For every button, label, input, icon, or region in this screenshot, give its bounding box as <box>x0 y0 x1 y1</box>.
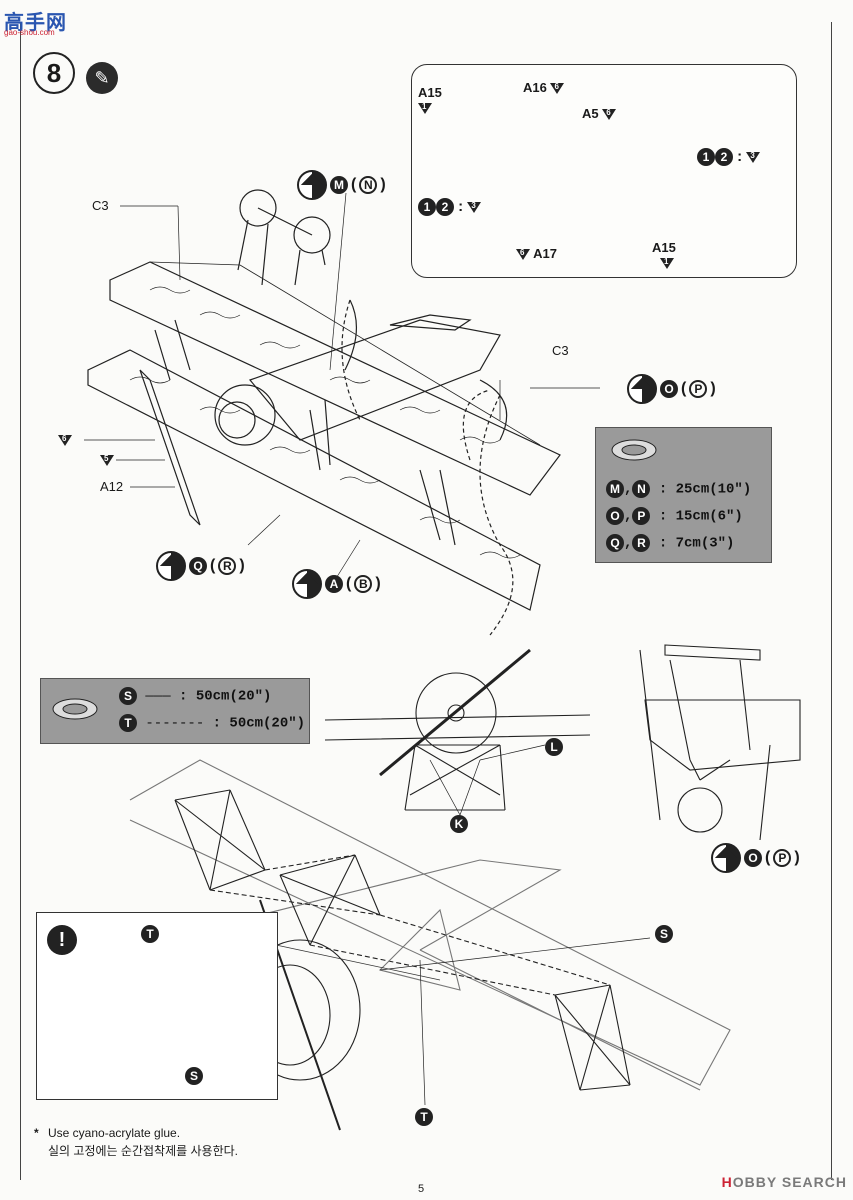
page-frame <box>20 22 832 1180</box>
thread-spool-icon <box>52 698 98 720</box>
callout-s: S <box>655 925 673 943</box>
upper-propeller <box>139 369 201 526</box>
callout-l: L <box>545 738 563 756</box>
callout-o-p: O(P) <box>627 374 716 404</box>
code-badge: 6 <box>516 248 530 261</box>
glue-note-english: Use cyano-acrylate glue. <box>48 1126 181 1140</box>
rigging-length-legend: S ——— : 50cm(20") T ------- : 50cm(20") <box>40 678 310 744</box>
legend-row-qr: Q,R : 7cm(3") <box>606 534 734 552</box>
callout-m-n: M(N) <box>297 170 386 200</box>
watermark-hobbysearch: HOBBY SEARCH <box>721 1174 847 1190</box>
callout-q-r: Q(R) <box>156 551 245 581</box>
code-badge: 6 <box>602 108 617 121</box>
thread-marker-icon <box>297 170 327 200</box>
thread-length-legend: M,N : 25cm(10") O,P : 15cm(6") Q,R : 7cm… <box>595 427 772 563</box>
legend-row-mn: M,N : 25cm(10") <box>606 480 751 498</box>
front-view <box>324 648 591 816</box>
knot-label-s: S <box>185 1067 203 1085</box>
legend-row-op: O,P : 15cm(6") <box>606 507 743 525</box>
upper-wheel-right <box>293 216 331 254</box>
callout-t: T <box>415 1108 433 1126</box>
upper-lower-wing <box>87 349 541 611</box>
code-badge: 1 <box>418 102 432 115</box>
code-badge: 5 <box>100 454 114 467</box>
rigging-diagram <box>129 759 731 1131</box>
label-a5: A5 6 <box>582 106 617 121</box>
page-number: 5 <box>418 1183 425 1195</box>
side-view <box>639 644 801 841</box>
watermark-text: 高手网 <box>4 12 67 34</box>
code-badge: 6 <box>550 82 565 95</box>
landing-gear-inset <box>411 64 797 278</box>
code-badge: 6 <box>58 434 72 447</box>
callout-o-p-side: O(P) <box>711 843 800 873</box>
knot-detail-box: ! T S <box>36 912 278 1100</box>
watermark-logo: 高手网 gao-shou.com <box>4 6 67 37</box>
label-a16: A16 6 <box>523 80 565 95</box>
label-code-5: 5 <box>100 452 114 467</box>
thread-spool-icon <box>611 439 657 461</box>
upper-fuselage <box>248 319 501 441</box>
thread-marker-icon <box>627 374 657 404</box>
glue-note: * Use cyano-acrylate glue. 실의 고정에는 순간접착제… <box>34 1126 238 1158</box>
label-a15-bottom: A15 1 <box>652 240 676 270</box>
watermark-url: gao-shou.com <box>4 28 55 37</box>
callout-k: K <box>450 815 468 833</box>
upper-cowling <box>214 384 276 446</box>
pencil-icon: ✎ <box>86 62 118 94</box>
label-a17: 6 A17 <box>516 246 557 261</box>
legend-row-t: T ------- : 50cm(20") <box>119 714 305 732</box>
thread-marker-icon <box>711 843 741 873</box>
thread-marker-icon <box>292 569 322 599</box>
upper-wheel-left <box>239 189 277 227</box>
label-code-6: 6 <box>58 432 72 447</box>
code-badge: 3 <box>467 201 482 213</box>
thread-marker-icon <box>156 551 186 581</box>
label-c3-left: C3 <box>92 198 109 213</box>
code-badge: 1 <box>660 257 674 270</box>
code-badge: 3 <box>746 151 761 163</box>
callout-a-b: A(B) <box>292 569 381 599</box>
caution-icon: ! <box>47 925 77 955</box>
upper-top-wing <box>109 261 561 496</box>
label-a15-top: A15 1 <box>418 85 442 115</box>
label-a12: A12 <box>100 479 124 494</box>
glue-note-korean: 실의 고정에는 순간접착제를 사용한다. <box>48 1144 238 1158</box>
knot-label-t: T <box>141 925 159 943</box>
legend-row-s: S ——— : 50cm(20") <box>119 687 271 705</box>
label-c3-right: C3 <box>552 343 569 358</box>
step-number: 8 <box>33 52 75 94</box>
